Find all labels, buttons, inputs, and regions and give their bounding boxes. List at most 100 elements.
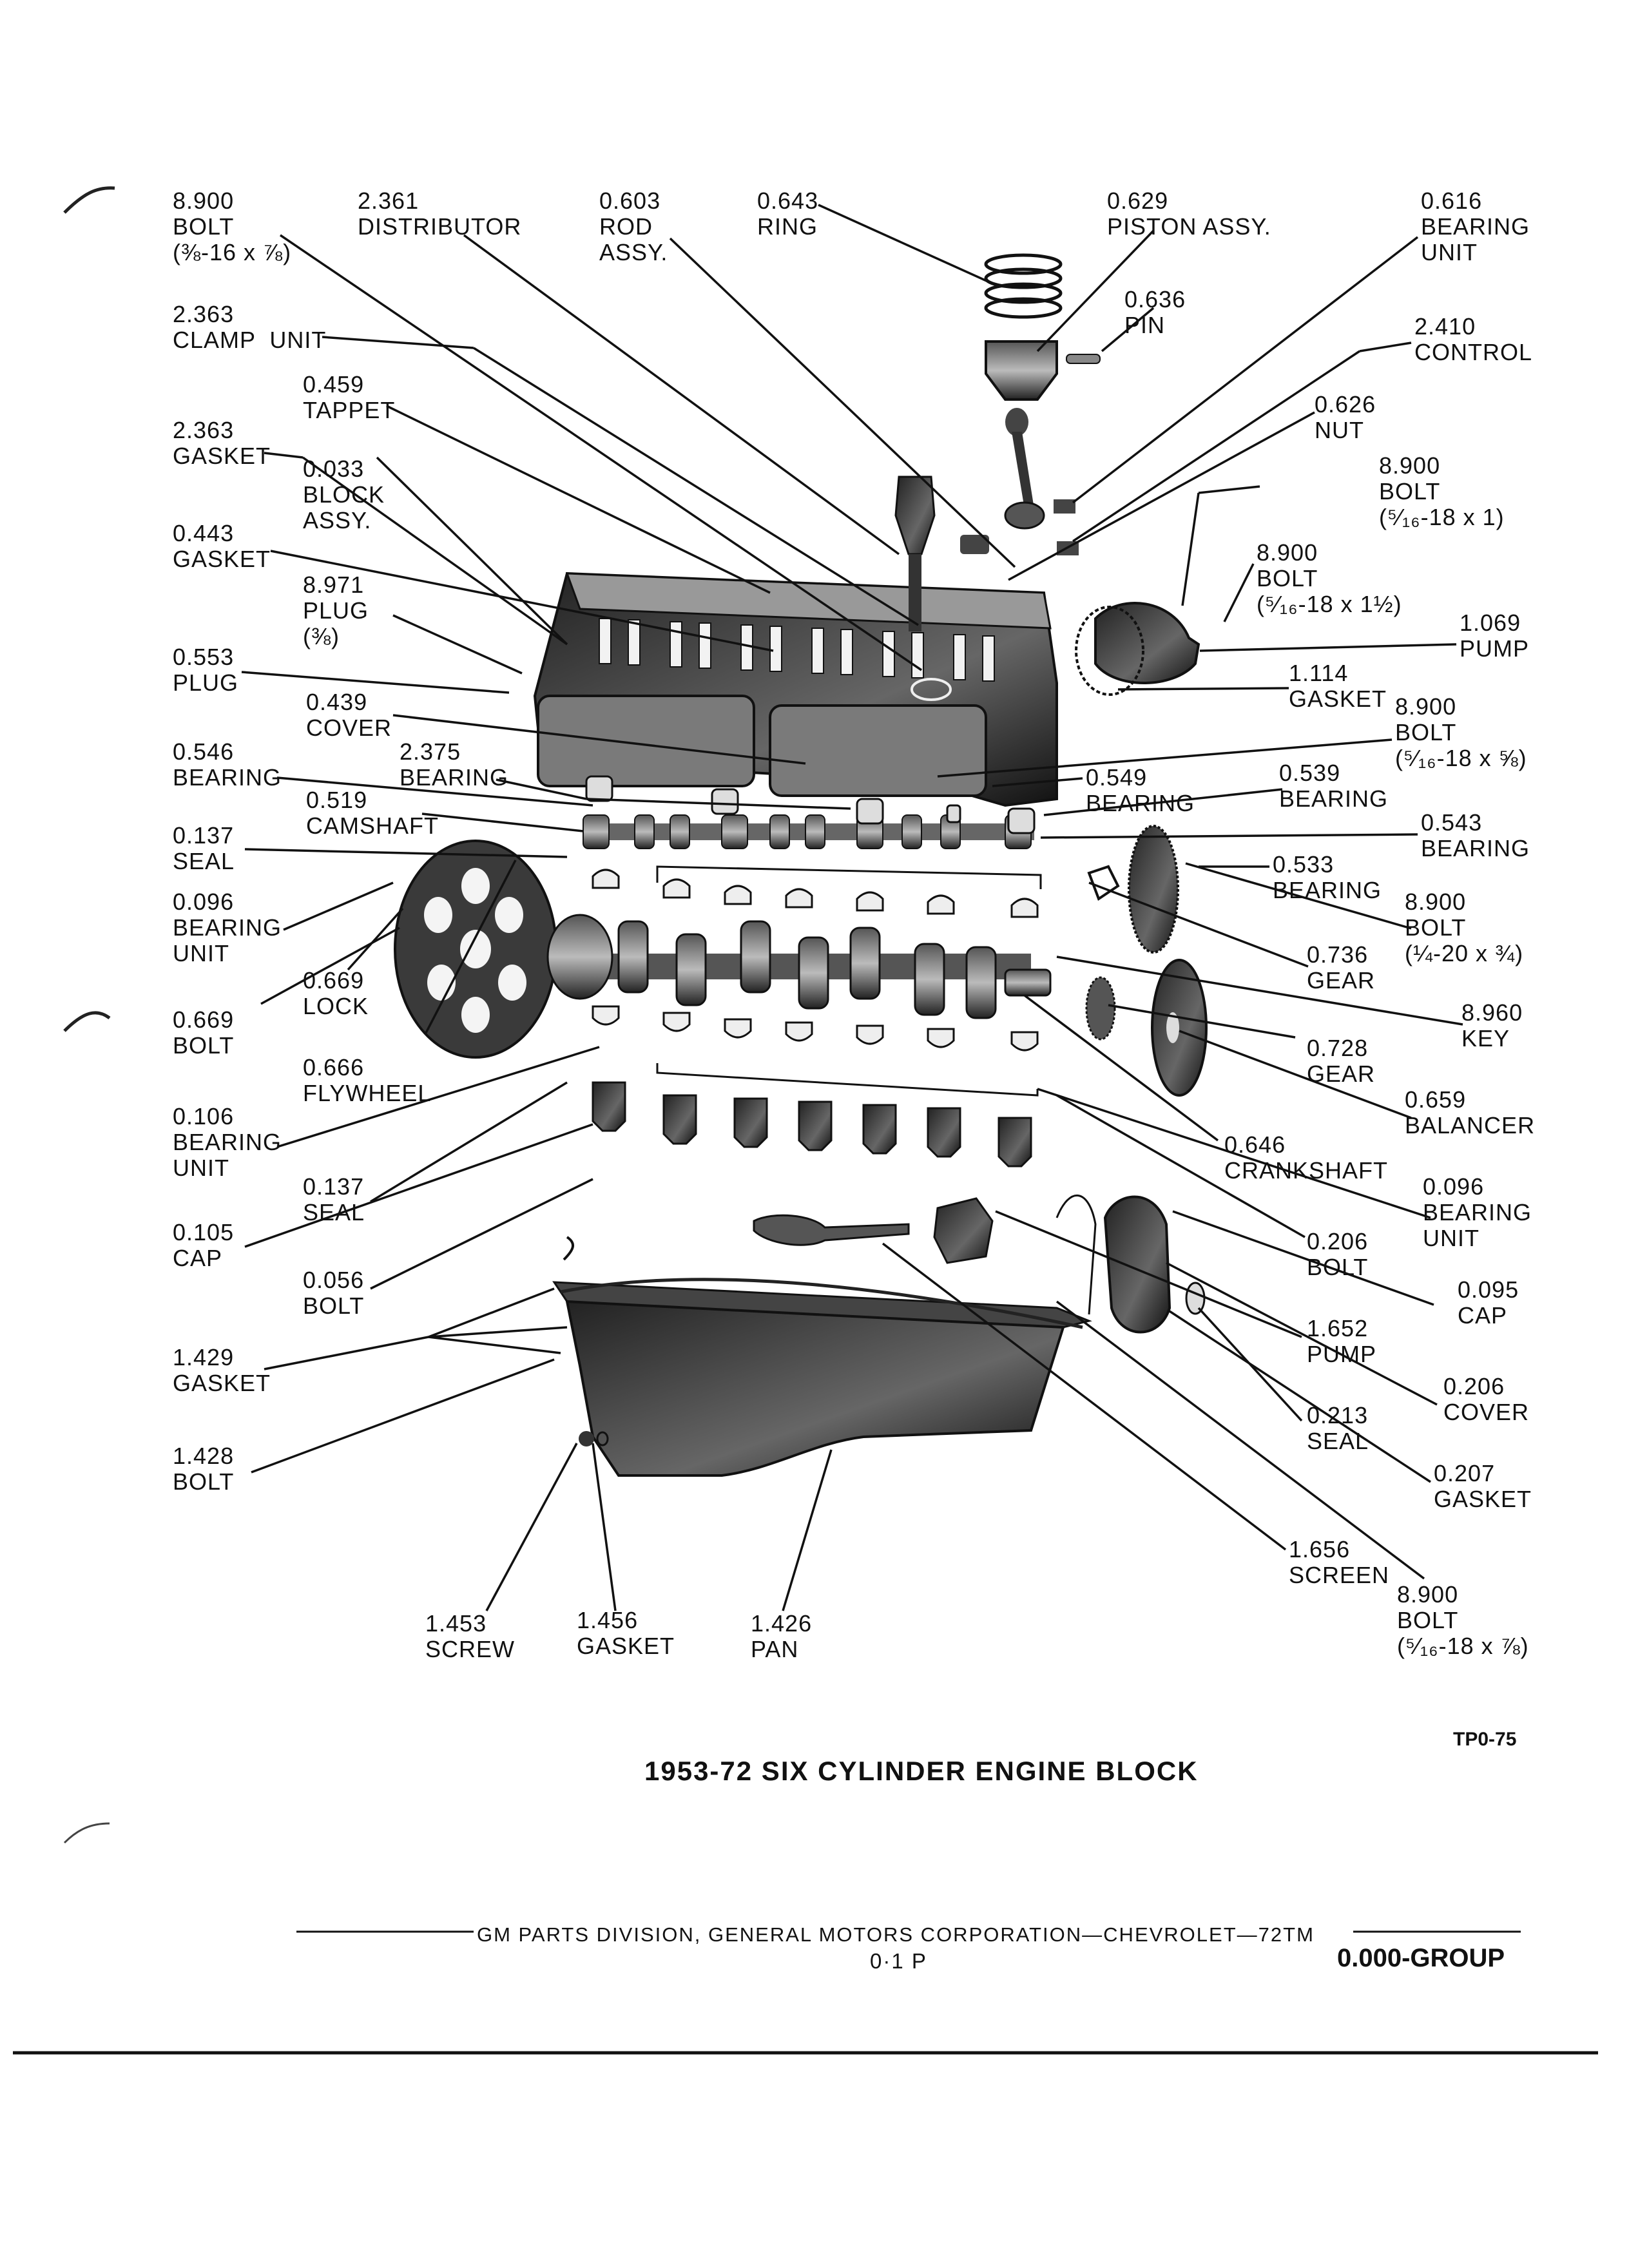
- part-name: BOLT: [173, 213, 235, 240]
- part-name: BEARING: [173, 914, 282, 941]
- part-name: COVER: [306, 715, 392, 741]
- part-name: UNIT: [1423, 1225, 1480, 1251]
- part-number: 0.616: [1421, 187, 1483, 214]
- part-number: 2.410: [1414, 313, 1476, 340]
- part-number: 0.549: [1086, 764, 1148, 791]
- part-number: 2.375: [400, 738, 461, 765]
- flywheel: [394, 840, 557, 1059]
- part-name: BEARING: [1421, 835, 1530, 861]
- part-name: GEAR: [1307, 967, 1376, 994]
- water-pump: [1075, 602, 1200, 696]
- part-name: NUT: [1315, 417, 1364, 443]
- upper-main-bearings: [592, 865, 1042, 918]
- part-number: 0.207: [1434, 1460, 1496, 1486]
- diagram-title: 1953-72 SIX CYLINDER ENGINE BLOCK: [644, 1756, 1199, 1786]
- piston-rings: [984, 253, 1063, 319]
- part-name: ASSY.: [599, 239, 668, 265]
- part-name: BEARING: [1273, 877, 1382, 903]
- part-number: 0.543: [1421, 809, 1483, 836]
- part-number: 1.426: [751, 1610, 813, 1637]
- part-size: (⅜): [303, 623, 340, 649]
- part-number: 0.603: [599, 187, 661, 214]
- part-size: (¼-20 x ¾): [1405, 940, 1524, 966]
- part-number: 0.095: [1458, 1276, 1519, 1303]
- part-name: CAMSHAFT: [306, 812, 439, 839]
- part-number: 0.206: [1443, 1373, 1505, 1399]
- scan-mark: [63, 186, 115, 214]
- part-name: BOLT: [1395, 719, 1457, 745]
- part-name: GASKET: [577, 1633, 675, 1659]
- part-number: 8.900: [173, 187, 235, 214]
- part-number: 0.105: [173, 1219, 235, 1245]
- part-number: 8.971: [303, 572, 365, 598]
- part-size: (⁵⁄₁₆-18 x 1): [1379, 504, 1505, 530]
- leader-lines: [241, 204, 1463, 1611]
- scan-mark: [63, 1011, 111, 1032]
- part-name: SEAL: [1307, 1428, 1369, 1454]
- part-name: CAP: [173, 1245, 223, 1271]
- harmonic-balancer: [1151, 959, 1208, 1097]
- part-number: 0.137: [303, 1173, 365, 1200]
- part-number: 0.056: [303, 1267, 365, 1293]
- camshaft: [583, 814, 1034, 849]
- connecting-rod: [1004, 408, 1079, 555]
- part-name: ASSY.: [303, 507, 372, 533]
- part-name: RING: [757, 213, 818, 240]
- part-name: GASKET: [1434, 1486, 1532, 1512]
- part-number: 0.626: [1315, 391, 1376, 418]
- part-name: UNIT: [1421, 239, 1478, 265]
- part-number: 0.459: [303, 371, 365, 398]
- part-name: GASKET: [173, 1370, 271, 1396]
- part-name: ROD: [599, 213, 653, 240]
- part-name: GEAR: [1307, 1061, 1376, 1087]
- part-size: (⁵⁄₁₆-18 x ⅞): [1397, 1633, 1529, 1659]
- part-number: 2.363: [173, 417, 235, 443]
- part-name: SEAL: [303, 1199, 365, 1225]
- part-number: 1.114: [1289, 660, 1349, 686]
- part-name: PIN: [1124, 312, 1166, 338]
- part-name: DISTRIBUTOR: [358, 213, 522, 240]
- part-number: 0.106: [173, 1103, 235, 1129]
- part-number: 0.669: [303, 967, 365, 994]
- part-number: 0.519: [306, 787, 368, 813]
- part-name: UNIT: [173, 940, 229, 966]
- part-number: 1.429: [173, 1344, 235, 1370]
- part-number: 1.428: [173, 1443, 235, 1469]
- part-name: PAN: [751, 1636, 799, 1662]
- part-name: SCREW: [425, 1636, 515, 1662]
- part-number: 0.443: [173, 520, 235, 546]
- engine-block: [533, 572, 1058, 807]
- lower-main-bearings: [592, 1005, 1039, 1052]
- part-number: 8.900: [1405, 889, 1467, 915]
- part-name: BEARING: [1279, 785, 1389, 812]
- part-name: BEARING: [1423, 1199, 1532, 1225]
- part-name: CAP: [1458, 1302, 1508, 1329]
- part-name: CONTROL: [1414, 339, 1533, 365]
- oil-pump: [933, 1197, 994, 1264]
